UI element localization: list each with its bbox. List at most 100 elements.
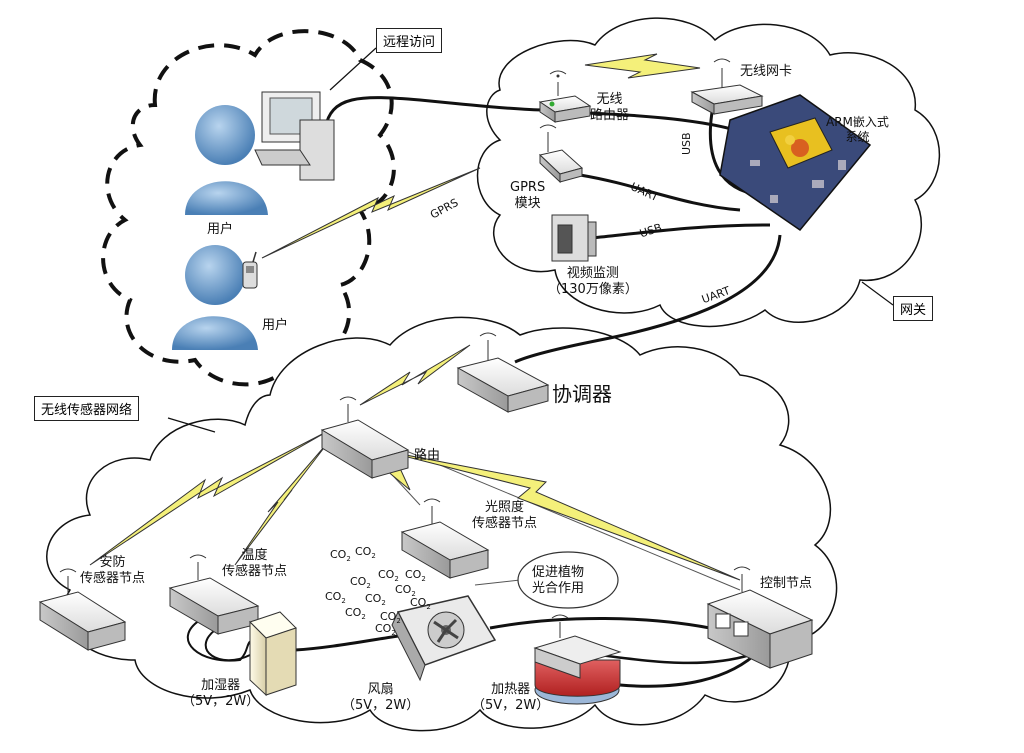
- light-node-label-line2: 传感器节点: [472, 516, 538, 532]
- co2-molecule-label: CO2: [378, 568, 399, 583]
- co2-molecule-label: CO2: [325, 590, 346, 605]
- gprs-module-label-line1: GPRS: [510, 180, 546, 195]
- light-node-box: [400, 498, 490, 579]
- lightning-gprs: [261, 167, 481, 259]
- co2-molecule-label: CO2: [410, 596, 431, 611]
- mobile-phone-icon: [242, 251, 258, 289]
- co2-molecule-label: CO2: [355, 545, 376, 560]
- cable-arm-coordinator: [514, 234, 782, 364]
- co2-text: CO: [330, 548, 347, 561]
- pc-user-label: 用户: [207, 222, 234, 237]
- co2-text: CO: [365, 592, 382, 605]
- co2-text: CO: [350, 575, 367, 588]
- mobile-user-person: [172, 245, 258, 350]
- wireless-router-label-line1: 无线: [596, 92, 623, 107]
- desktop-computer-icon: [254, 91, 335, 181]
- arm-system-label-line1: ARM嵌入式: [826, 115, 889, 129]
- photosynthesis-label-line1: 促进植物: [532, 565, 585, 580]
- link-photo-callout: [474, 579, 521, 586]
- co2-molecule-label: CO2: [350, 575, 371, 590]
- gateway-callout-pointer: [861, 281, 894, 306]
- photosynthesis-label-line2: 光合作用: [532, 581, 585, 597]
- co2-molecule-label: CO2: [405, 568, 426, 583]
- cable-router-arm: [584, 111, 736, 132]
- cable-pc-router: [323, 96, 546, 131]
- video-monitor-label-line1: 视频监测: [566, 266, 619, 281]
- router-box: [320, 396, 410, 479]
- co2-subscript: 2: [396, 617, 401, 626]
- gprs-module-label-line2: 模块: [514, 196, 541, 212]
- co2-text: CO: [345, 606, 362, 619]
- co2-subscript: 2: [426, 603, 431, 612]
- co2-text: CO: [325, 590, 342, 603]
- router-antenna-icon: [549, 70, 567, 78]
- cable-control-fan2: [599, 653, 751, 665]
- co2-text: CO: [410, 596, 427, 609]
- fan-label: 风扇 （5V，2W）: [342, 682, 419, 715]
- gateway-callout: 网关: [893, 296, 934, 321]
- mobile-user-label: 用户: [262, 318, 289, 333]
- usb-card-link-label: USB: [680, 132, 693, 155]
- co2-text: CO: [355, 545, 372, 558]
- gateway-cloud: [476, 17, 941, 328]
- coordinator-box: [456, 332, 550, 413]
- video-monitor-label: 视频监测 （130万像素）: [548, 266, 638, 299]
- co2-molecule-label: CO2: [365, 592, 386, 607]
- security-node-label-line1: 安防: [99, 555, 126, 570]
- security-node-label-line2: 传感器节点: [80, 571, 146, 587]
- security-node-label: 安防 传感器节点: [80, 555, 145, 588]
- wsn-callout: 无线传感器网络: [34, 396, 140, 421]
- lightning-router-coordinator: [359, 344, 471, 406]
- co2-molecule-label: CO2: [395, 583, 416, 598]
- video-monitor-label-line2: （130万像素）: [548, 282, 638, 298]
- temp-node-label: 温度 传感器节点: [222, 548, 287, 581]
- cable-camera-arm: [591, 223, 771, 240]
- cable-gprs-arm: [579, 173, 741, 212]
- heater-label-line2: （5V，2W）: [472, 698, 550, 714]
- light-node-label: 光照度 传感器节点: [472, 500, 537, 533]
- photosynthesis-bubble: [517, 551, 619, 609]
- wireless-card-label: 无线网卡: [740, 64, 793, 79]
- temp-node-label-line1: 温度: [241, 548, 268, 563]
- wireless-router-label: 无线 路由器: [590, 92, 629, 125]
- cable-humidifier-fan: [294, 633, 406, 652]
- heater-icon: [533, 614, 622, 705]
- security-node-box: [38, 568, 127, 651]
- remote-access-callout: 远程访问: [376, 28, 443, 53]
- co2-subscript: 2: [366, 582, 371, 591]
- temp-node-label-line2: 传感器节点: [222, 564, 288, 580]
- arm-system-label-line2: 系统: [845, 130, 870, 144]
- fan-label-line2: （5V，2W）: [342, 698, 420, 714]
- cable-heater-control: [619, 648, 762, 688]
- co2-text: CO: [380, 610, 397, 623]
- video-camera-icon: [551, 214, 597, 262]
- control-node-label: 控制节点: [760, 576, 813, 591]
- co2-molecule-label: CO2: [380, 610, 401, 625]
- co2-subscript: 2: [421, 575, 426, 584]
- cable-fan-control: [489, 617, 721, 632]
- co2-text: CO: [405, 568, 422, 581]
- co2-subscript: 2: [411, 590, 416, 599]
- control-node-box: [706, 566, 814, 669]
- lightning-wifi-gateway: [584, 53, 701, 79]
- co2-molecule-label: CO2: [375, 622, 396, 637]
- humidifier-label-line2: （5V，2W）: [182, 694, 260, 710]
- co2-subscript: 2: [394, 575, 399, 584]
- wireless-router-label-line2: 路由器: [590, 108, 630, 124]
- heater-label: 加热器 （5V，2W）: [472, 682, 549, 715]
- co2-molecule-label: CO2: [330, 548, 351, 563]
- co2-subscript: 2: [381, 599, 386, 608]
- co2-subscript: 2: [341, 597, 346, 606]
- arm-board-icon: [719, 94, 872, 232]
- fan-label-line1: 风扇: [367, 682, 394, 697]
- humidifier-label: 加湿器 （5V，2W）: [182, 678, 259, 711]
- co2-subscript: 2: [371, 552, 376, 561]
- fan-icon: [391, 595, 497, 682]
- pc-user-person: [185, 105, 268, 215]
- wsn-callout-pointer: [167, 417, 216, 433]
- remote-callout-pointer: [329, 47, 377, 91]
- photosynthesis-label: 促进植物 光合作用: [532, 565, 584, 598]
- temp-node-box: [168, 554, 260, 635]
